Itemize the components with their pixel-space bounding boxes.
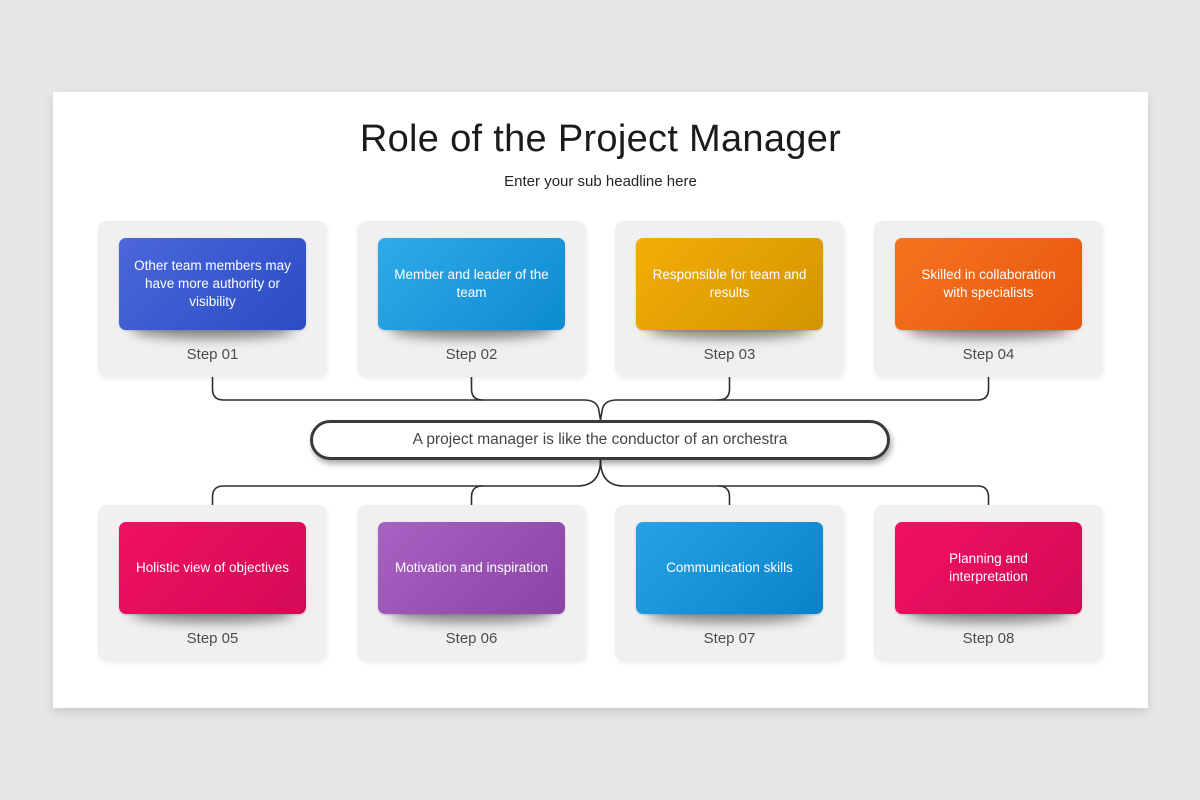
step-text: Communication skills xyxy=(666,559,793,575)
step-card-04: Skilled in collaboration with specialist… xyxy=(874,221,1103,377)
step-label-08: Step 08 xyxy=(962,630,1015,647)
step-text: Planning and interpretation xyxy=(949,550,1028,584)
step-text: Skilled in collaboration with specialist… xyxy=(921,266,1056,300)
step-card-01: Other team members may have more authori… xyxy=(98,221,327,377)
step-card-06: Motivation and inspiration Step 06 xyxy=(357,505,586,661)
step-text: Member and leader of the team xyxy=(394,266,549,300)
step-label-07: Step 07 xyxy=(703,630,756,647)
step-text: Motivation and inspiration xyxy=(394,559,549,575)
step-card-05: Holistic view of objectives Step 05 xyxy=(98,505,327,661)
step-note-05: Holistic view of objectives xyxy=(119,522,306,614)
step-note-07: Communication skills xyxy=(636,522,823,614)
step-note-08: Planning and interpretation xyxy=(895,522,1082,614)
step-label-01: Step 01 xyxy=(186,346,239,363)
step-label-04: Step 04 xyxy=(962,346,1015,363)
center-statement-pill: A project manager is like the conductor … xyxy=(310,420,890,460)
slide-canvas: Role of the Project Manager Enter your s… xyxy=(53,92,1148,708)
step-card-07: Communication skills Step 07 xyxy=(615,505,844,661)
page-subtitle: Enter your sub headline here xyxy=(504,173,697,190)
step-label-02: Step 02 xyxy=(445,346,498,363)
step-note-04: Skilled in collaboration with specialist… xyxy=(895,238,1082,330)
step-label-06: Step 06 xyxy=(445,630,498,647)
step-note-06: Motivation and inspiration xyxy=(378,522,565,614)
step-note-02: Member and leader of the team xyxy=(378,238,565,330)
step-text: Responsible for team and results xyxy=(652,266,807,300)
step-label-05: Step 05 xyxy=(186,630,239,647)
center-statement-label: A project manager is like the conductor … xyxy=(412,431,788,448)
step-label-03: Step 03 xyxy=(703,346,756,363)
step-card-02: Member and leader of the team Step 02 xyxy=(357,221,586,377)
page-title: Role of the Project Manager xyxy=(359,118,842,160)
step-text: Holistic view of objectives xyxy=(135,559,290,575)
step-note-03: Responsible for team and results xyxy=(636,238,823,330)
step-card-08: Planning and interpretation Step 08 xyxy=(874,505,1103,661)
step-text: Other team members may have more authori… xyxy=(134,257,291,310)
step-note-01: Other team members may have more authori… xyxy=(119,238,306,330)
step-card-03: Responsible for team and results Step 03 xyxy=(615,221,844,377)
